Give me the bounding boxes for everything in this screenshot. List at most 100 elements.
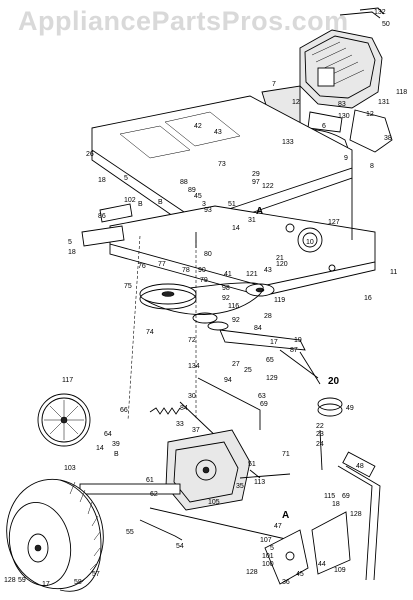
rear-wheel — [6, 478, 104, 592]
callout-label: 80 — [204, 251, 212, 258]
callout-label: 101 — [262, 553, 274, 560]
callout-label: 58 — [74, 579, 82, 586]
engine — [299, 7, 385, 109]
callout-label: 72 — [188, 337, 196, 344]
callout-label: 12 — [366, 111, 374, 118]
callout-label: 127 — [328, 219, 340, 226]
callout-label: A — [282, 510, 289, 521]
callout-label: 47 — [274, 523, 282, 530]
callout-label: B — [114, 451, 119, 458]
callout-label: 57 — [92, 571, 100, 578]
callout-label: 109 — [334, 567, 346, 574]
callout-label: 113 — [254, 479, 265, 486]
callout-labels: 132 50 118 7 12 83 130 131 12 38 8 133 9… — [4, 9, 407, 588]
callout-label: 63 — [258, 393, 266, 400]
callout-label: 75 — [124, 283, 132, 290]
callout-label: 100 — [262, 561, 274, 568]
callout-label: 16 — [364, 295, 372, 302]
callout-label: 121 — [246, 271, 258, 278]
callout-label: 61 — [146, 477, 154, 484]
callout-label: 31 — [248, 217, 256, 224]
callout-label: 30 — [188, 393, 196, 400]
callout-label: 27 — [232, 361, 240, 368]
callout-label: 92 — [232, 317, 240, 324]
callout-label: 92 — [222, 295, 230, 302]
callout-label: 89 — [188, 187, 196, 194]
callout-label: 26 — [86, 151, 94, 158]
callout-label: 122 — [262, 183, 274, 190]
callout-label: 103 — [64, 465, 76, 472]
callout-label: 17 — [42, 581, 50, 588]
callout-label: 19 — [294, 337, 302, 344]
callout-label: 35 — [236, 483, 244, 490]
callout-label: 33 — [176, 421, 184, 428]
callout-label: 118 — [396, 89, 407, 96]
callout-label: B — [158, 199, 163, 206]
callout-label: 43 — [264, 267, 272, 274]
callout-label: 14 — [96, 445, 104, 452]
hubcap — [37, 393, 91, 447]
callout-label: 10 — [306, 239, 314, 246]
callout-label: 45 — [296, 571, 304, 578]
callout-label: 128 — [350, 511, 362, 518]
callout-label: 119 — [274, 297, 285, 304]
callout-label: 38 — [384, 135, 392, 142]
callout-label: 97 — [252, 179, 260, 186]
callout-label: 5 — [68, 239, 72, 246]
frame — [81, 95, 376, 297]
callout-label: 29 — [252, 171, 260, 178]
callout-label: 23 — [316, 431, 324, 438]
callout-label: 20 — [328, 376, 340, 387]
callout-label: 133 — [282, 139, 294, 146]
callout-label: 5 — [124, 175, 128, 182]
callout-label: 116 — [228, 303, 239, 310]
linkage — [149, 329, 343, 479]
callout-label: 73 — [218, 161, 226, 168]
callout-label: 25 — [244, 367, 252, 374]
callout-label: 44 — [318, 561, 326, 568]
callout-label: 129 — [266, 375, 278, 382]
callout-label: 37 — [192, 427, 200, 434]
callout-label: 69 — [260, 401, 268, 408]
callout-label: 69 — [342, 493, 350, 500]
callout-label: 59 — [18, 577, 26, 584]
callout-label: 50 — [382, 21, 390, 28]
callout-label: 86 — [98, 213, 106, 220]
callout-label: 90 — [198, 267, 206, 274]
callout-label: 102 — [124, 197, 136, 204]
callout-label: 21 — [276, 255, 284, 262]
callout-label: 74 — [146, 329, 154, 336]
shift-lever — [264, 451, 381, 585]
callout-label: 84 — [180, 405, 188, 412]
callout-label: 132 — [374, 9, 386, 16]
callout-label: 87 — [290, 347, 298, 354]
callout-label: 76 — [138, 263, 146, 270]
callout-label: 62 — [150, 491, 158, 498]
callout-label: 134 — [188, 363, 200, 370]
callout-label: 9 — [344, 155, 348, 162]
callout-label: 7 — [272, 81, 276, 88]
callout-label: B — [138, 201, 143, 208]
callout-label: 39 — [112, 441, 120, 448]
callout-label: 107 — [260, 537, 272, 544]
callout-label: 28 — [264, 313, 272, 320]
callout-label: 131 — [378, 99, 390, 106]
callout-label: 71 — [282, 451, 290, 458]
callout-label: 65 — [266, 357, 274, 364]
callout-label: 3 — [202, 201, 206, 208]
callout-label: 42 — [194, 123, 202, 130]
callout-label: 79 — [200, 277, 208, 284]
callout-label: 24 — [316, 441, 324, 448]
callout-label: 64 — [104, 431, 112, 438]
callout-label: 36 — [282, 579, 290, 586]
callout-label: 120 — [276, 261, 288, 268]
callout-label: 48 — [356, 463, 364, 470]
callout-label: 6 — [322, 123, 326, 130]
callout-label: 18 — [98, 177, 106, 184]
callout-label: 54 — [176, 543, 184, 550]
callout-label: 98 — [222, 285, 230, 292]
callout-label: 105 — [208, 499, 220, 506]
callout-label: 41 — [224, 271, 232, 278]
callout-label: 94 — [224, 377, 232, 384]
callout-label: 130 — [338, 113, 350, 120]
